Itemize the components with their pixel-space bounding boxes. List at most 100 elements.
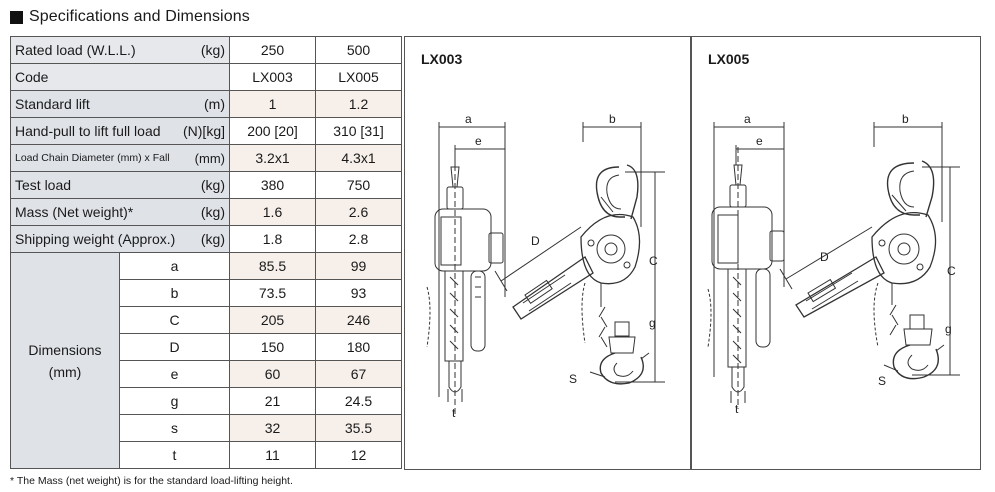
dimension-symbol: e: [119, 360, 230, 388]
spec-label: Mass (Net weight)*: [15, 204, 134, 220]
lx003-dimension: 60: [229, 360, 316, 388]
square-bullet-icon: [10, 10, 23, 24]
lx003-dimension: 21: [229, 387, 316, 415]
spec-unit: (mm): [194, 150, 225, 166]
lx005-dimension: 35.5: [315, 414, 402, 442]
spec-label-cell: Load Chain Diameter (mm) x Fall (mm): [10, 144, 230, 172]
lx003-value: 380: [229, 171, 316, 199]
spec-label-cell: Hand-pull to lift full load (N)[kg]: [10, 117, 230, 145]
dimensions-unit: (mm): [48, 363, 82, 380]
dim-label-t: t: [452, 406, 456, 420]
footnote: * The Mass (net weight) is for the stand…: [10, 475, 293, 487]
dimensions-label: Dimensions: [28, 341, 102, 358]
spec-unit: (kg): [200, 204, 225, 220]
spec-label-cell: Standard lift (m): [10, 90, 230, 118]
lx003-dimension: 32: [229, 414, 316, 442]
spec-unit: (kg): [200, 231, 225, 247]
lx005-dimension: 12: [315, 441, 402, 469]
dim-label-c: C: [649, 254, 658, 268]
hoist-diagram-lx005: a e b C D g S t: [707, 112, 960, 416]
lx005-dimension: 246: [315, 306, 402, 334]
spec-label: Test load: [15, 177, 72, 193]
dimension-symbol: C: [119, 306, 230, 334]
section-title: Specifications and Dimensions: [29, 8, 250, 25]
lx005-dimension: 67: [315, 360, 402, 388]
dim-label-e: e: [756, 134, 763, 148]
lx003-dimension: 205: [229, 306, 316, 334]
dim-label-g: g: [945, 322, 952, 336]
dim-label-a: a: [465, 112, 472, 126]
drawing-title-lx005: LX005: [708, 51, 750, 67]
dim-label-g: g: [649, 316, 656, 330]
section-heading: Specifications and Dimensions: [10, 6, 250, 28]
drawing-title-lx003: LX003: [421, 51, 463, 67]
lx005-value: 2.6: [315, 198, 402, 226]
lx005-dimension: 180: [315, 333, 402, 361]
dim-label-d: D: [531, 234, 540, 248]
spec-label: Code: [15, 69, 49, 85]
lx003-value: 1.8: [229, 225, 316, 253]
lx003-value: 3.2x1: [229, 144, 316, 172]
drawing-panel-lx003: LX003: [404, 36, 691, 470]
lx005-value: 4.3x1: [315, 144, 402, 172]
lx003-dimension: 11: [229, 441, 316, 469]
lx005-value: 310 [31]: [315, 117, 402, 145]
drawing-panel-lx005: LX005: [691, 36, 981, 470]
lx003-dimension: 73.5: [229, 279, 316, 307]
dimension-symbol: b: [119, 279, 230, 307]
dim-label-s: S: [878, 374, 886, 388]
lx005-value: 750: [315, 171, 402, 199]
dim-label-a: a: [744, 112, 751, 126]
dimension-symbol: t: [119, 441, 230, 469]
spec-row: Hand-pull to lift full load (N)[kg]200 [2…: [10, 117, 402, 145]
lx003-value: 1: [229, 90, 316, 118]
spec-label-cell: Test load(kg): [10, 171, 230, 199]
lx005-dimension: 93: [315, 279, 402, 307]
dim-label-b: b: [902, 112, 909, 126]
lx005-dimension: 24.5: [315, 387, 402, 415]
spec-unit: (m): [204, 96, 225, 112]
spec-label: Hand-pull to lift full load: [15, 123, 161, 139]
spec-unit: (kg): [200, 42, 225, 58]
dimension-symbol: g: [119, 387, 230, 415]
lx003-value: 200 [20]: [229, 117, 316, 145]
lx005-value: LX005: [315, 63, 402, 91]
spec-label: Load Chain Diameter (mm) x Fall: [15, 152, 170, 164]
spec-unit: (N)[kg]: [183, 123, 225, 139]
dim-label-d: D: [820, 250, 829, 264]
spec-label-cell: Code: [10, 63, 230, 91]
spec-label-cell: Rated load (W.L.L.) (kg): [10, 36, 230, 64]
dim-label-t: t: [735, 402, 739, 416]
hoist-diagram-lx003: a e b C D g S t: [426, 112, 665, 420]
spec-label-cell: Shipping weight (Approx.)(kg): [10, 225, 230, 253]
lx003-value: 1.6: [229, 198, 316, 226]
lx003-dimension: 150: [229, 333, 316, 361]
lx003-value: 250: [229, 36, 316, 64]
spec-label-cell: Mass (Net weight)* (kg): [10, 198, 230, 226]
lx005-value: 2.8: [315, 225, 402, 253]
dim-label-e: e: [475, 134, 482, 148]
spec-label: Rated load (W.L.L.): [15, 42, 136, 58]
dim-label-s: S: [569, 372, 577, 386]
dimension-symbol: a: [119, 252, 230, 280]
lx003-dimension: 85.5: [229, 252, 316, 280]
dim-label-b: b: [609, 112, 616, 126]
lx003-value: LX003: [229, 63, 316, 91]
dim-label-c: C: [947, 264, 956, 278]
lx005-value: 1.2: [315, 90, 402, 118]
lx005-dimension: 99: [315, 252, 402, 280]
spec-label: Standard lift: [15, 96, 90, 112]
lx005-value: 500: [315, 36, 402, 64]
